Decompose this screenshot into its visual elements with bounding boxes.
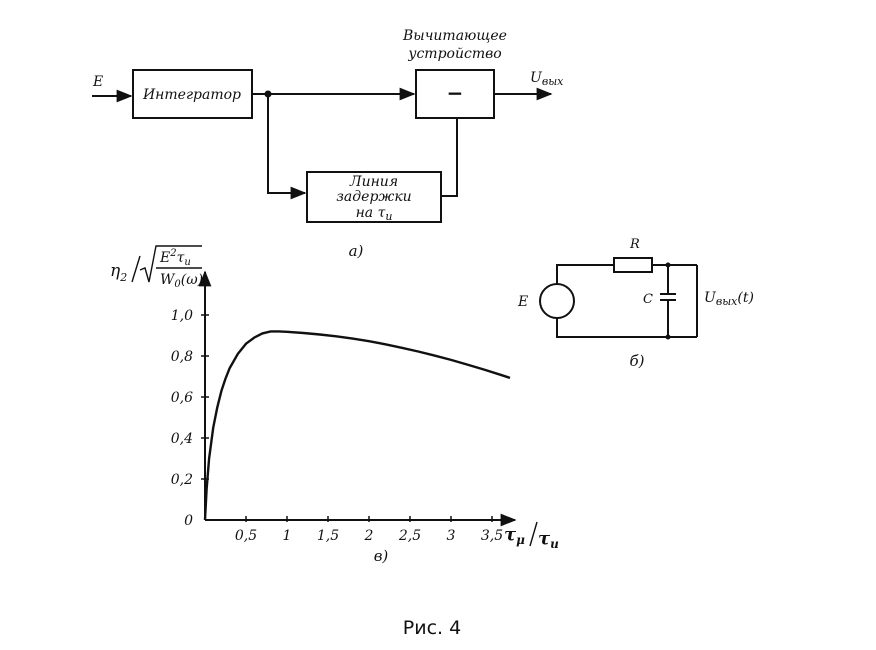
y-tick-label: 1,0: [171, 308, 193, 324]
y-tick-label: 0,2: [171, 472, 193, 488]
y-tick-label: 0,4: [171, 431, 193, 447]
branch-to-delay-line: [267, 94, 307, 200]
rc-circuit-caption: б): [629, 352, 644, 370]
node-top: [665, 262, 671, 268]
circuit-output-label: Uвых(t): [704, 290, 754, 308]
chart-caption: в): [374, 547, 389, 565]
subtractor-title-line1: Вычитающее: [402, 28, 507, 44]
delay-line-text3: на τи: [356, 205, 393, 223]
y-label-slash: [131, 255, 141, 283]
svg-text:τи: τи: [538, 528, 559, 551]
svg-text:E2τи: E2τи: [159, 248, 191, 268]
x-ticks: 0,5 1 1,5 2 2,5 3 3,5: [235, 516, 503, 544]
svg-text:τμ: τμ: [504, 524, 525, 547]
source-label: E: [517, 294, 528, 310]
x-axis-label: τμ τи: [504, 521, 559, 551]
series-line: [203, 330, 511, 521]
delay-line-text2: задержки: [336, 189, 411, 205]
block-diagram-caption: а): [349, 242, 364, 260]
chart: 0 0,2 0,4 0,6 0,8 1,0 0,5 1 1,5 2 2,5 3 3,5: [171, 270, 517, 544]
resistor: [613, 257, 653, 273]
circuit-bottom-wire: [556, 318, 697, 338]
x-tick-label: 1,5: [317, 528, 339, 544]
block-diagram: [92, 69, 553, 223]
y-tick-label: 0,8: [171, 349, 193, 365]
circuit-top-wire-left: [556, 264, 614, 285]
y-axis-label: η2 E2τи W0(ω): [110, 245, 203, 290]
input-label: E: [92, 74, 103, 90]
y-tick-label: 0: [184, 513, 193, 529]
node-bottom: [665, 334, 671, 340]
x-tick-label: 2: [364, 528, 374, 544]
subtractor-symbol: −: [447, 81, 464, 105]
integrator-label: Интегратор: [142, 87, 241, 103]
x-tick-label: 1: [283, 528, 292, 544]
figure-caption: Рис. 4: [403, 617, 461, 639]
x-tick-label: 0,5: [235, 528, 257, 544]
delay-to-subtractor-line: [441, 119, 458, 197]
rc-circuit: [539, 257, 698, 338]
svg-text:η2: η2: [110, 261, 127, 284]
x-tick-label: 2,5: [398, 528, 421, 544]
resistor-label: R: [629, 237, 640, 252]
svg-text:W0(ω): W0(ω): [160, 272, 203, 290]
output-label: Uвых: [530, 70, 564, 88]
x-tick-label: 3,5: [481, 528, 503, 544]
y-ticks: 0 0,2 0,4 0,6 0,8 1,0: [171, 308, 209, 529]
y-tick-label: 0,6: [171, 390, 193, 406]
subtractor-title-line2: устройство: [407, 46, 501, 62]
y-label-radical: [139, 245, 202, 283]
x-label-slash: [529, 521, 538, 547]
voltage-source: [539, 283, 575, 319]
capacitor-label: C: [643, 292, 653, 307]
delay-line-text1: Линия: [349, 174, 398, 190]
x-tick-label: 3: [447, 528, 456, 544]
